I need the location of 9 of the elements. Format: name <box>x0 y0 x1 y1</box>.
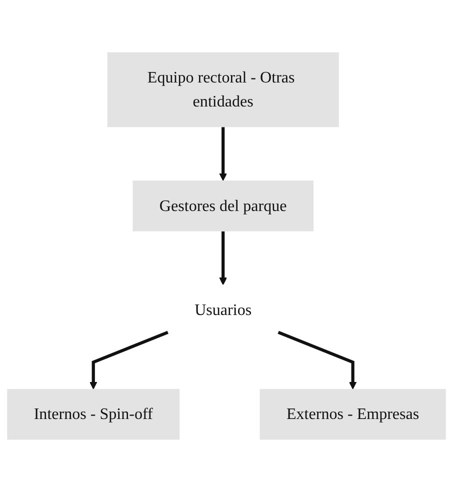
arrow <box>219 231 227 286</box>
node-box: Internos - Spin-off <box>7 388 180 440</box>
node-box: Equipo rectoral - Otras entidades <box>107 52 339 128</box>
node-box: Gestores del parque <box>132 180 314 232</box>
node-box: Externos - Empresas <box>260 388 446 440</box>
node-text: Usuarios <box>194 300 252 319</box>
arrow <box>89 330 168 390</box>
arrow <box>219 127 227 181</box>
arrow <box>278 330 357 390</box>
